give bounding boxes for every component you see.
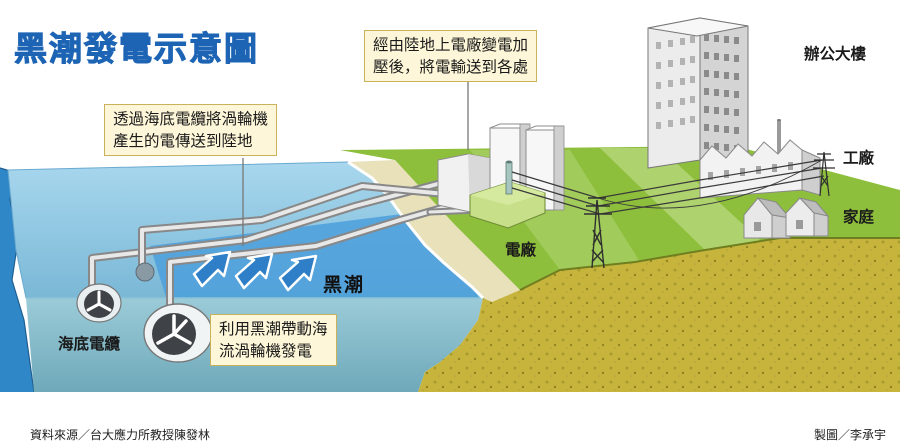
label-office: 辦公大樓 <box>804 45 867 63</box>
label-seabed-cable: 海底電纜 <box>58 335 121 353</box>
footer-source: 資料來源／台大應力所教授陳發林 <box>30 428 211 442</box>
current-arrows <box>192 250 318 292</box>
soil <box>418 238 900 392</box>
callout-turbine: 利用黑潮帶動海 流渦輪機發電 <box>210 314 337 366</box>
leader-lines <box>242 82 469 246</box>
power-plant <box>437 123 565 229</box>
callout-cable-line-2: 產生的電傳送到陸地 <box>113 132 253 150</box>
tower-far <box>813 151 835 197</box>
footer-credit: 製圖／李承宇 <box>813 428 886 442</box>
page-title: 黑潮發電示意圖 <box>14 29 259 69</box>
label-kuroshio: 黑潮 <box>323 274 366 296</box>
callout-cable: 透過海底電纜將渦輪機 產生的電傳送到陸地 <box>104 104 278 156</box>
callout-land-grid-line-1: 經由陸地上電廠變電加 <box>373 36 529 54</box>
turbine-small <box>76 283 122 323</box>
turbine-large <box>143 303 213 363</box>
callout-turbine-line-1: 利用黑潮帶動海 <box>219 320 328 338</box>
houses <box>743 197 830 239</box>
callout-cable-line-1: 透過海底電纜將渦輪機 <box>113 110 269 128</box>
office-building <box>647 17 749 169</box>
tower-near <box>584 197 612 269</box>
callout-land-grid-line-2: 壓後，將電輸送到各處 <box>373 58 529 76</box>
callout-turbine-line-2: 流渦輪機發電 <box>219 342 313 360</box>
transmission-lines <box>511 159 825 215</box>
label-power-plant: 電廠 <box>505 241 537 259</box>
label-home: 家庭 <box>843 208 875 226</box>
label-factory: 工廠 <box>843 149 875 167</box>
callout-land-grid: 經由陸地上電廠變電加 壓後，將電輸送到各處 <box>364 30 538 82</box>
cable-buoy <box>135 262 155 282</box>
